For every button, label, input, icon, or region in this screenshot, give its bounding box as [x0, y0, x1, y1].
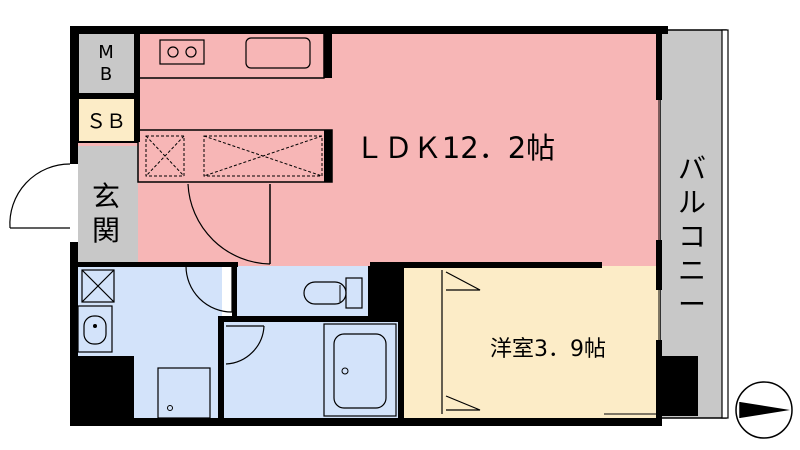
storage-box-right [203, 135, 323, 177]
wall-closet-right [134, 30, 140, 142]
wall-bottom [70, 418, 660, 426]
sb-label: ＳＢ [86, 109, 126, 133]
balcony-wall-block [662, 356, 698, 416]
bathroom-door-swing [225, 325, 265, 365]
wall-pillar [120, 356, 134, 420]
washroom-cabinet-knob-icon [167, 405, 173, 411]
laundry-pan [81, 269, 115, 303]
wall-mb-sb [78, 94, 138, 98]
balcony-label: バ ル コ ニ ー [678, 152, 706, 321]
kitchen-counter [137, 29, 325, 79]
western-room-area [404, 266, 660, 418]
bathtub-icon [333, 333, 387, 409]
wall-toilet-bath [222, 316, 398, 322]
bathtub-drain-icon [341, 367, 349, 375]
entrance-label-line2: 関 [92, 214, 120, 247]
storage-box-right-cross-b [203, 135, 323, 177]
compass-icon [735, 381, 793, 439]
ldk-label: ＬＤＫ12．2帖 [355, 131, 555, 165]
balcony-area [659, 29, 727, 419]
wall-toilet-right [368, 266, 400, 318]
bathroom-area [222, 320, 398, 418]
wall-right-lower [656, 340, 662, 426]
western-room-label: 洋室3．9帖 [490, 337, 606, 362]
balcony-rail [721, 29, 729, 419]
storage-box-left [145, 135, 185, 177]
kitchen-counter-edge [324, 30, 332, 78]
entrance-door-swing [9, 163, 71, 229]
wall-wash-bath [218, 316, 224, 422]
kitchen-back-counter-edge [324, 130, 332, 182]
wall-ldk-bottom-right [370, 262, 602, 268]
entrance-step [78, 146, 138, 264]
laundry-pan-cross-b [81, 269, 115, 303]
kitchen-sink-icon [245, 37, 311, 69]
wall-right-mid [656, 240, 662, 290]
entrance-label-line1: 玄 [92, 180, 120, 213]
toilet-bowl-icon [303, 281, 347, 305]
storage-box-left-cross-b [145, 135, 185, 177]
wall-right-upper [656, 26, 662, 100]
washbasin-drain-icon [93, 324, 97, 328]
toilet-area [236, 266, 368, 318]
western-closet-door-top [445, 271, 481, 291]
ldk-door-swing [187, 183, 271, 265]
washroom-cabinet [157, 367, 211, 419]
entrance-opening [70, 164, 78, 242]
balcony-label-char-3: コ [678, 220, 706, 253]
balcony-label-char-5: ー [678, 288, 706, 321]
washroom-door-swing [185, 265, 233, 313]
stove [159, 39, 205, 65]
balcony-label-char-2: ル [678, 186, 706, 219]
mb-label-line1: M [98, 42, 114, 63]
balcony-label-char-1: バ [678, 152, 706, 185]
mb-label-line2: B [100, 64, 112, 85]
washbasin-counter [77, 305, 113, 353]
balcony-label-char-4: ニ [678, 254, 706, 287]
wall-ldk-bottom-left [78, 262, 238, 267]
wall-top [70, 26, 668, 34]
stove-burner-right-icon [185, 46, 197, 58]
wall-toilet-left [232, 266, 237, 318]
western-closet-door-bottom [445, 395, 481, 411]
bathtub-frame [323, 323, 397, 417]
kitchen-back-counter [137, 129, 333, 183]
stove-burner-left-icon [167, 46, 179, 58]
washbasin-bowl-icon [83, 315, 107, 345]
wall-western-left [398, 266, 404, 422]
